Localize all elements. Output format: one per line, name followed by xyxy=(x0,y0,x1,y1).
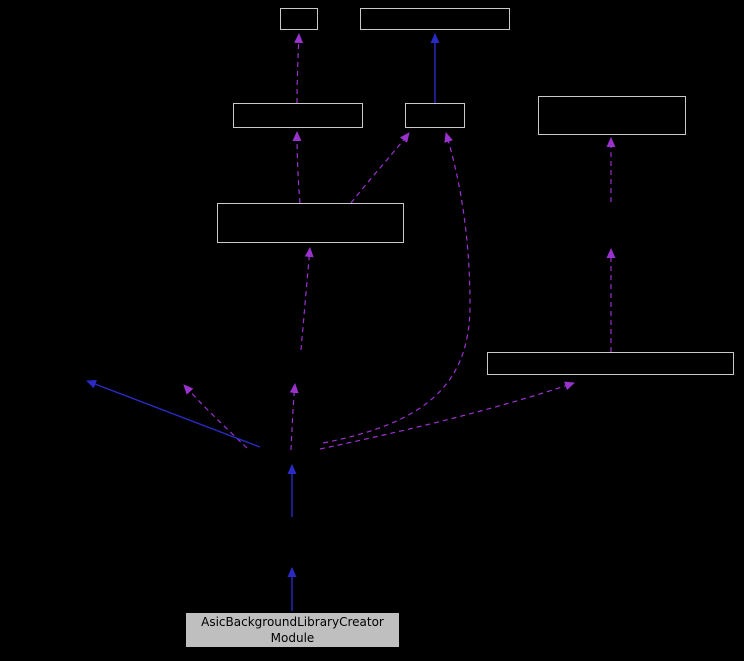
edge-collab-hub-up-segment xyxy=(289,383,299,451)
node-mid-center[interactable] xyxy=(405,103,465,128)
edge-collab-hub-to-rightlower xyxy=(319,381,575,450)
node-right-lower[interactable] xyxy=(487,352,734,375)
edge-collab-center-to-midcenter xyxy=(350,132,410,204)
node-center[interactable] xyxy=(217,203,404,243)
edge-collab-midleft-to-topsmall xyxy=(294,33,304,104)
main-node-label-line1: AsicBackgroundLibraryCreator xyxy=(201,614,384,629)
edge-collab-center-to-midleft xyxy=(292,131,302,204)
edge-collab-hub-to-midcenter xyxy=(322,132,471,444)
node-mid-left[interactable] xyxy=(233,103,363,128)
edge-collab-up-segment-to-center xyxy=(300,247,314,351)
main-node-label-line2: Module xyxy=(270,631,315,645)
node-top-small[interactable] xyxy=(280,8,318,30)
node-right-upper[interactable] xyxy=(538,96,686,135)
node-asic-background-library-creator-module[interactable]: AsicBackgroundLibraryCreator Module xyxy=(185,612,400,648)
node-top-wide[interactable] xyxy=(360,8,510,30)
edge-inherit-hub-to-upperleft xyxy=(86,380,261,448)
